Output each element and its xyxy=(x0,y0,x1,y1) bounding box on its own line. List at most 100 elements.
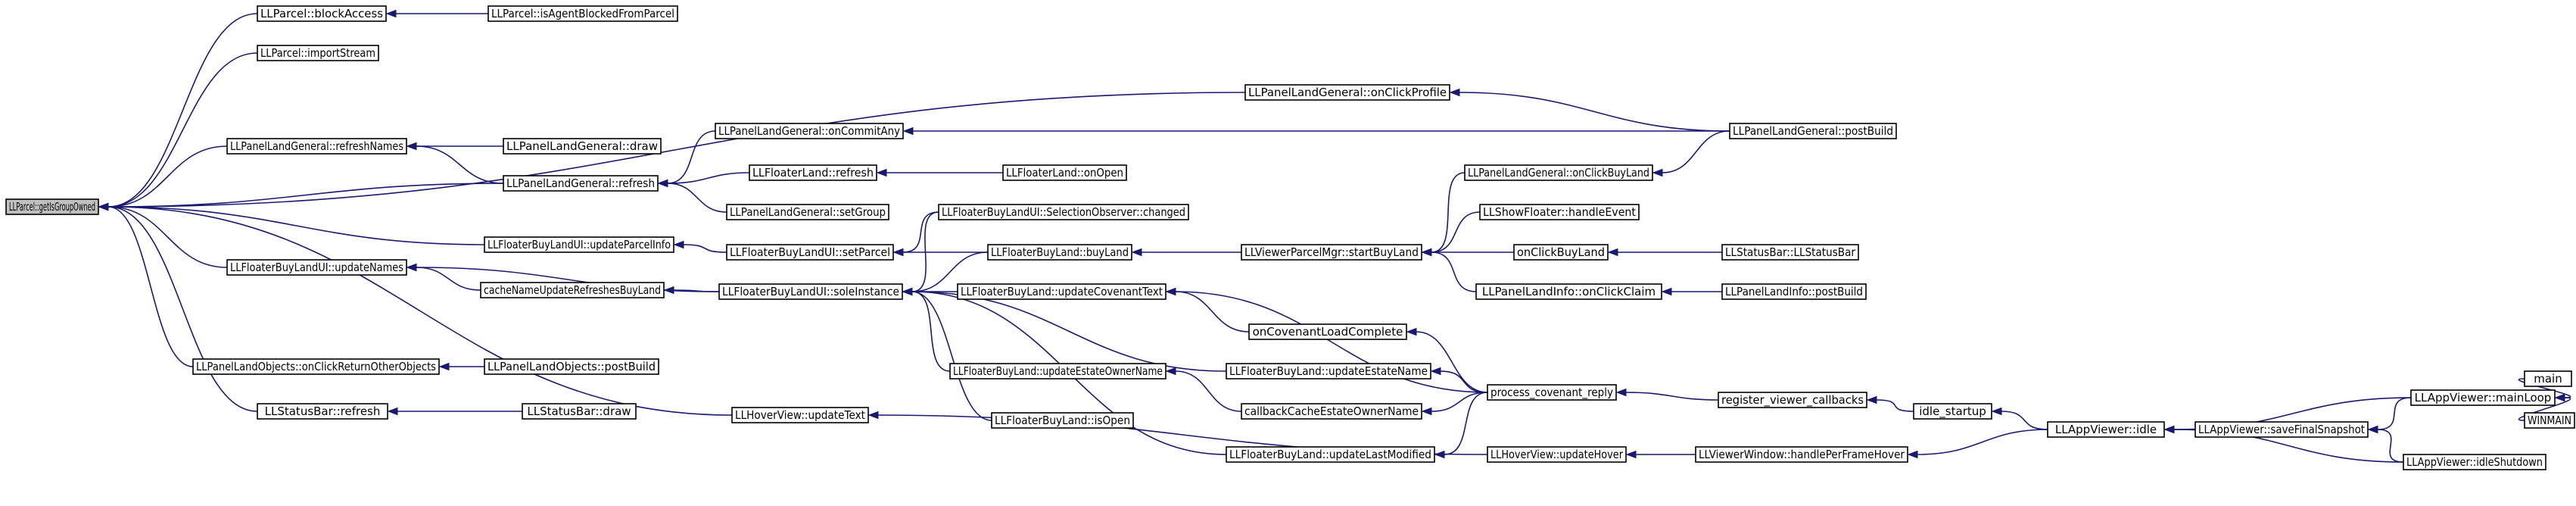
node-setParcel[interactable]: LLFloaterBuyLandUI::setParcel xyxy=(726,244,894,261)
node-updateCovenantText[interactable]: LLFloaterBuyLand::updateCovenantText xyxy=(957,283,1167,300)
edge-line xyxy=(2518,397,2571,421)
node-updateNames[interactable]: LLFloaterBuyLandUI::updateNames xyxy=(226,259,407,276)
edge-line xyxy=(667,172,750,184)
edge-line xyxy=(911,291,1227,372)
edge-line xyxy=(107,145,228,208)
node-box xyxy=(1487,446,1627,463)
node-hvUpdateText[interactable]: LLHoverView::updateText xyxy=(731,407,869,423)
node-box xyxy=(257,5,387,22)
node-startBuyLand[interactable]: LLViewerParcelMgr::startBuyLand xyxy=(1241,244,1422,261)
node-processCovenant[interactable]: process_covenant_reply xyxy=(1487,384,1617,401)
node-label: main xyxy=(2534,372,2562,386)
node-box xyxy=(1226,363,1431,380)
arrowhead xyxy=(1406,327,1417,336)
node-updateEstateName[interactable]: LLFloaterBuyLand::updateEstateName xyxy=(1226,363,1431,380)
node-box xyxy=(522,403,637,420)
node-postBuildGen[interactable]: LLPanelLandGeneral::postBuild xyxy=(1729,123,1897,139)
node-box xyxy=(257,45,379,61)
node-label: LLFloaterBuyLand::updateCovenantText xyxy=(961,285,1163,298)
node-label: onCovenantLoadComplete xyxy=(1253,325,1403,339)
edge-line xyxy=(416,267,481,291)
node-selObsChanged[interactable]: LLFloaterBuyLandUI::SelectionObserver::c… xyxy=(938,204,1189,220)
node-blockAccess[interactable]: LLParcel::blockAccess xyxy=(257,5,387,22)
node-isOpen[interactable]: LLFloaterBuyLand::isOpen xyxy=(991,412,1134,429)
node-updateLastModified[interactable]: LLFloaterBuyLand::updateLastModified xyxy=(1226,446,1435,463)
node-cacheNameUpdate[interactable]: cacheNameUpdateRefreshesBuyLand xyxy=(480,282,665,298)
edge-line xyxy=(107,206,194,367)
node-refreshNames[interactable]: LLPanelLandGeneral::refreshNames xyxy=(226,138,407,155)
edge-hvUpdateText-to-root xyxy=(98,202,733,416)
node-sbRefresh[interactable]: LLStatusBar::refresh xyxy=(257,403,388,420)
edge-line xyxy=(1175,291,1250,333)
node-sbDraw[interactable]: LLStatusBar::draw xyxy=(522,403,637,420)
node-registerCallbacks[interactable]: register_viewer_callbacks xyxy=(1718,392,1867,408)
node-flOnOpen[interactable]: LLFloaterLand::onOpen xyxy=(1002,164,1127,181)
node-onClickProfile[interactable]: LLPanelLandGeneral::onClickProfile xyxy=(1244,84,1450,101)
node-box xyxy=(5,198,99,215)
node-onClickBuyLandGen[interactable]: LLPanelLandGeneral::onClickBuyLand xyxy=(1464,164,1653,181)
node-saveSnapshot[interactable]: LLAppViewer::saveFinalSnapshot xyxy=(2194,421,2369,438)
node-drawGen[interactable]: LLPanelLandGeneral::draw xyxy=(503,138,662,155)
node-appIdle[interactable]: LLAppViewer::idle xyxy=(2047,421,2165,438)
node-hvUpdateHover[interactable]: LLHoverView::updateHover xyxy=(1487,446,1627,463)
edge-selObsChanged-to-soleInstance xyxy=(902,211,939,296)
edge-perFrameHover-to-hvUpdateHover xyxy=(1625,450,1696,459)
edge-line xyxy=(107,206,228,268)
edge-registerCallbacks-to-processCovenant xyxy=(1615,388,1719,401)
node-statusBarCtor[interactable]: LLStatusBar::LLStatusBar xyxy=(1721,244,1859,261)
node-onCommitAny[interactable]: LLPanelLandGeneral::onCommitAny xyxy=(715,123,904,139)
node-updateEstateOwner[interactable]: LLFloaterBuyLand::updateEstateOwnerName xyxy=(949,363,1167,380)
node-label: LLPanelLandGeneral::onClickProfile xyxy=(1248,86,1447,99)
arrowhead xyxy=(1449,88,1460,97)
node-onCovenantLoad[interactable]: onCovenantLoadComplete xyxy=(1248,323,1407,340)
node-label: process_covenant_reply xyxy=(1490,386,1613,400)
node-box xyxy=(715,123,904,139)
edge-line xyxy=(1431,211,1481,253)
node-box xyxy=(1241,244,1422,261)
node-landObjPostBuild[interactable]: LLPanelLandObjects::postBuild xyxy=(484,358,659,375)
node-flRefresh[interactable]: LLFloaterLand::refresh xyxy=(749,164,877,181)
edge-landInfoPostBuild-to-onClickClaim xyxy=(1661,287,1722,296)
node-idleShutdown[interactable]: LLAppViewer::idleShutdown xyxy=(2403,454,2546,470)
arrowhead xyxy=(1991,407,2002,416)
node-onClickBuyLand[interactable]: onClickBuyLand xyxy=(1513,244,1609,261)
edge-statusBarCtor-to-onClickBuyLand xyxy=(1607,248,1722,257)
node-importStream[interactable]: LLParcel::importStream xyxy=(257,45,379,61)
node-buyLand[interactable]: LLFloaterBuyLand::buyLand xyxy=(987,244,1132,261)
arrowhead xyxy=(673,240,684,249)
node-soleInstance[interactable]: LLFloaterBuyLandUI::soleInstance xyxy=(718,283,903,300)
node-mainLoop[interactable]: LLAppViewer::mainLoop xyxy=(2410,389,2556,406)
node-root[interactable]: LLParcel::getIsGroupOwned xyxy=(5,198,99,215)
node-label: LLHoverView::updateText xyxy=(735,408,865,422)
node-label: LLFloaterBuyLand::updateEstateName xyxy=(1229,364,1428,378)
node-label: LLPanelLandGeneral::refreshNames xyxy=(230,139,403,153)
node-onClickClaim[interactable]: LLPanelLandInfo::onClickClaim xyxy=(1475,283,1662,300)
node-isAgentBlocked[interactable]: LLParcel::isAgentBlockedFromParcel xyxy=(487,5,678,22)
node-label: LLFloaterBuyLand::isOpen xyxy=(995,414,1130,427)
node-returnOther[interactable]: LLPanelLandObjects::onClickReturnOtherOb… xyxy=(192,358,440,375)
node-refreshGen[interactable]: LLPanelLandGeneral::refresh xyxy=(503,175,659,192)
node-setGroup[interactable]: LLPanelLandGeneral::setGroup xyxy=(726,204,889,220)
edge-appIdle-to-perFrameHover xyxy=(1907,429,2048,459)
edge-line xyxy=(1876,399,1914,412)
edge-isOpen-to-soleInstance xyxy=(902,287,992,421)
node-label: LLFloaterLand::onOpen xyxy=(1006,166,1123,180)
node-updateParcelInfo[interactable]: LLFloaterBuyLandUI::updateParcelInfo xyxy=(484,236,674,253)
edge-idleStartup-to-registerCallbacks xyxy=(1866,395,1914,412)
node-box xyxy=(1913,403,1992,420)
node-showFloater[interactable]: LLShowFloater::handleEvent xyxy=(1479,204,1640,220)
node-perFrameHover[interactable]: LLViewerWindow::handlePerFrameHover xyxy=(1695,446,1908,463)
arrowhead xyxy=(1131,248,1142,257)
node-cacheEstateOwner[interactable]: callbackCacheEstateOwnerName xyxy=(1241,403,1422,420)
node-main[interactable]: main xyxy=(2524,370,2572,387)
node-label: LLPanelLandInfo::postBuild xyxy=(1725,285,1863,298)
node-idleStartup[interactable]: idle_startup xyxy=(1913,403,1992,420)
node-label: LLStatusBar::draw xyxy=(527,404,631,418)
node-box xyxy=(1513,244,1609,261)
node-box xyxy=(2410,389,2556,406)
node-box xyxy=(1248,323,1407,340)
node-landInfoPostBuild[interactable]: LLPanelLandInfo::postBuild xyxy=(1721,283,1867,300)
edge-landObjPostBuild-to-returnOther xyxy=(438,362,485,371)
node-winmain[interactable]: WINMAIN xyxy=(2524,412,2575,429)
node-box xyxy=(1244,84,1450,101)
